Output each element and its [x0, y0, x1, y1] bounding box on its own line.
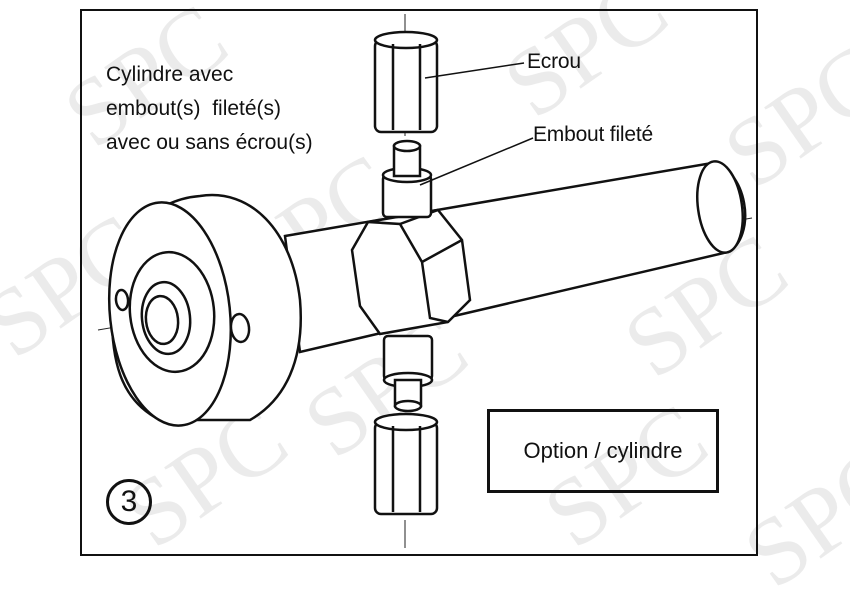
- description-block: Cylindre avec embout(s) fileté(s) avec o…: [106, 58, 313, 160]
- fitting-leader-line: [419, 137, 534, 186]
- end-flange: [107, 193, 302, 427]
- step-number-badge: 3: [106, 479, 152, 525]
- nut-callout-label: Ecrou: [527, 50, 581, 73]
- lower-fitting: [382, 334, 434, 413]
- fitting-callout-label: Embout fileté: [533, 123, 653, 146]
- description-line: Cylindre avec: [106, 63, 234, 86]
- cylinder-drawing: [80, 9, 758, 556]
- option-box: Option / cylindre: [487, 409, 719, 493]
- hex-block: [350, 208, 472, 336]
- upper-nut: [373, 30, 439, 134]
- nut-leader-line: [424, 62, 525, 79]
- option-label: Option / cylindre: [523, 438, 683, 463]
- description-line: avec ou sans écrou(s): [106, 131, 313, 154]
- lower-nut: [373, 412, 439, 516]
- description-line: embout(s) fileté(s): [106, 97, 282, 120]
- upper-fitting: [381, 139, 433, 219]
- frame-border: [80, 9, 758, 556]
